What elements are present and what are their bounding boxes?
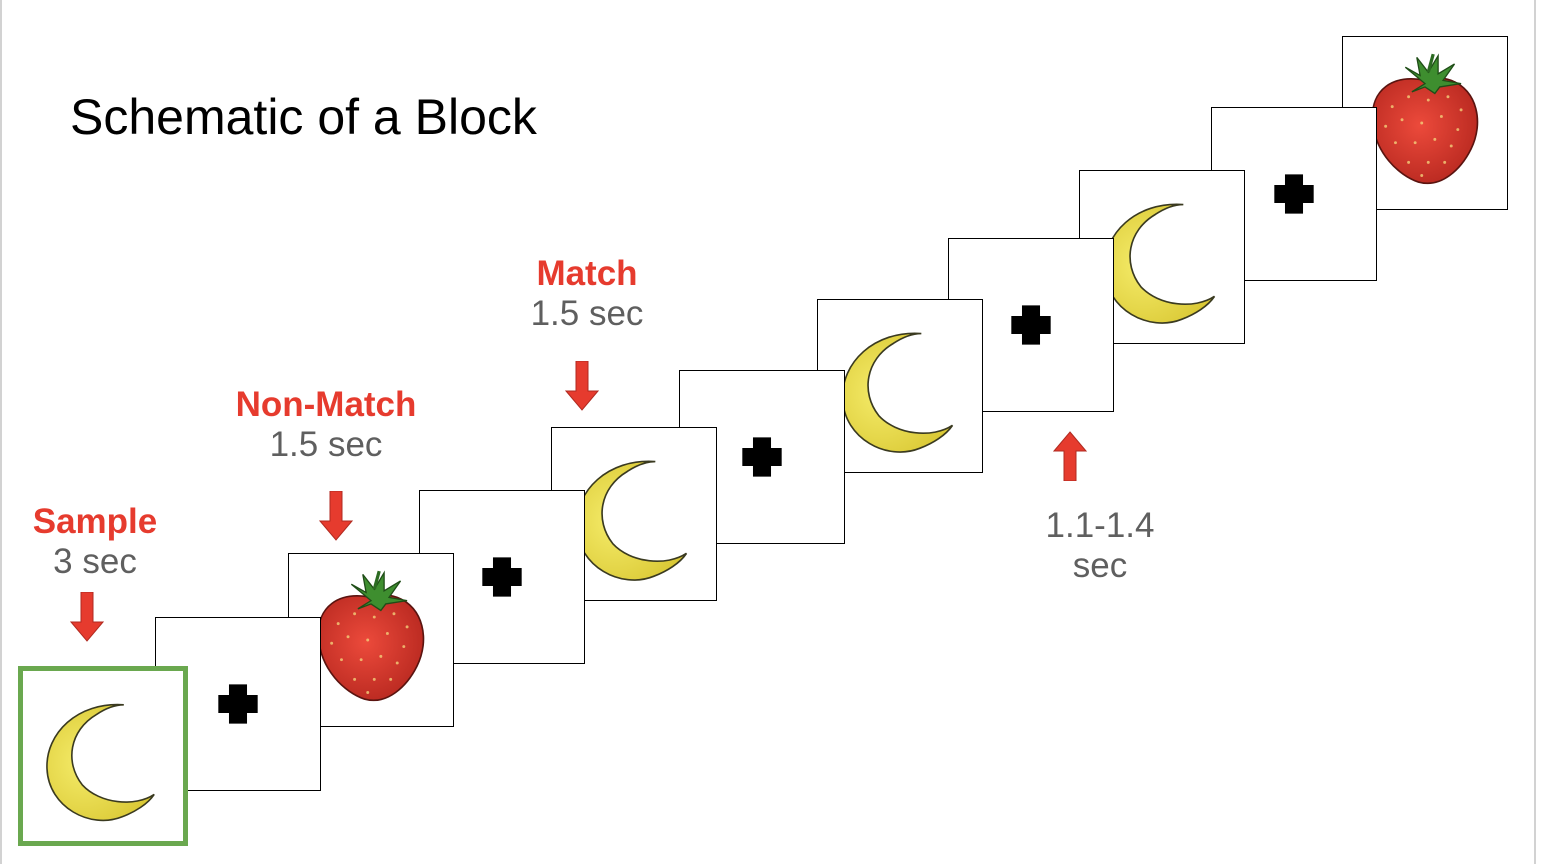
sample-arrow-down-icon [70,592,104,642]
interval-arrow-up-icon [1053,431,1087,481]
page-title: Schematic of a Block [70,89,537,145]
non-match-label-duration: 1.5 sec [269,425,383,465]
match-label-name: Match [536,254,638,293]
match-label: Match 1.5 sec [497,254,677,335]
match-arrow-down-icon [565,361,599,411]
non-match-label-name: Non-Match [235,385,417,424]
sample-label: Sample 3 sec [15,502,175,583]
interval-label-line2: sec [1072,546,1128,586]
match-label-duration: 1.5 sec [530,294,644,334]
moon-icon [23,671,183,841]
interval-label: 1.1-1.4 sec [1010,506,1190,587]
interval-label-line1: 1.1-1.4 [1045,506,1155,545]
non-match-arrow-down-icon [319,491,353,541]
non-match-label: Non-Match 1.5 sec [206,385,446,466]
stimulus-card-sample-moon [18,666,188,846]
sample-label-duration: 3 sec [53,542,137,582]
sample-label-name: Sample [32,502,158,541]
